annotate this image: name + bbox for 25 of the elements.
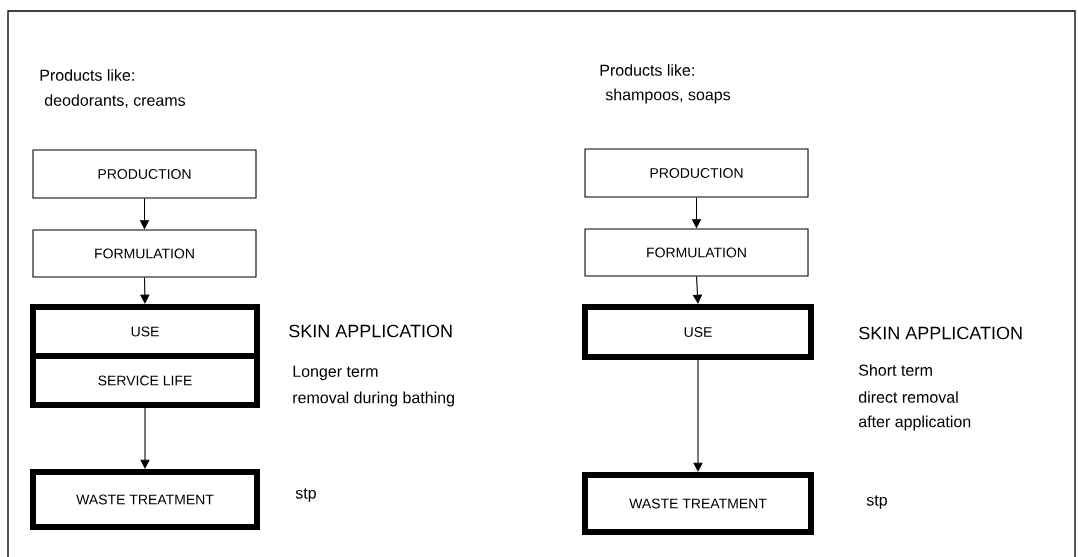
caption-text: deodorants, creams <box>44 94 186 108</box>
process-box: PRODUCTION <box>32 149 257 199</box>
process-box: USE <box>582 304 814 360</box>
process-box: USE <box>30 304 260 359</box>
side-heading: SKIN APPLICATION <box>859 326 1022 340</box>
side-note: stp <box>295 488 316 502</box>
process-box: PRODUCTION <box>584 148 809 198</box>
arrow <box>693 359 703 472</box>
side-note: direct removal <box>858 391 958 403</box>
side-note: Longer term <box>293 365 378 381</box>
caption-text: Products like: <box>600 64 694 76</box>
caption-text: shampoos, soaps <box>605 88 731 104</box>
process-box: FORMULATION <box>584 228 809 277</box>
side-heading: SKIN APPLICATION <box>289 324 452 338</box>
side-note: after application <box>858 415 971 431</box>
process-box: SERVICE LIFE <box>30 353 260 408</box>
side-note: removal during bathing <box>293 391 454 407</box>
arrow <box>140 407 150 469</box>
process-box: FORMULATION <box>32 229 257 278</box>
process-box: WASTE TREATMENT <box>30 469 260 530</box>
arrow <box>140 277 150 304</box>
side-note: Short term <box>859 364 932 376</box>
caption-text: Products like: <box>40 69 134 81</box>
process-box: WASTE TREATMENT <box>582 472 814 535</box>
side-note: stp <box>866 495 887 509</box>
